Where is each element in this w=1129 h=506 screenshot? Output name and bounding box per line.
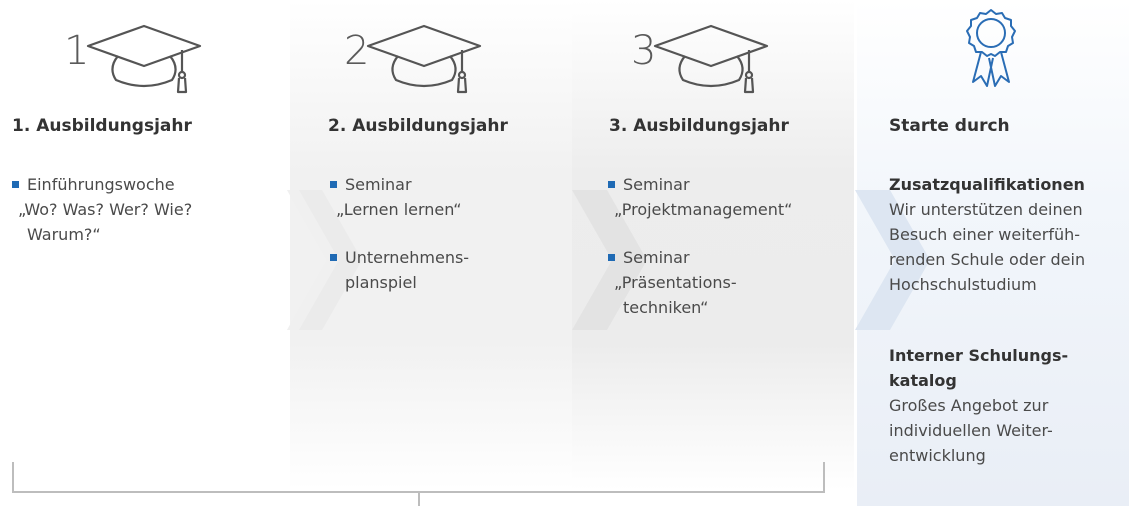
bullet-square-icon xyxy=(608,254,615,261)
list-item-line: „Projektmanagement“ xyxy=(614,200,793,219)
section-text-line: individuellen Weiter- xyxy=(889,421,1053,440)
list-item-line: planspiel xyxy=(345,273,417,292)
list-item-line: Seminar xyxy=(345,175,412,194)
column-year-3: 3 3. Ausbildungsjahr Seminar „Projektman… xyxy=(575,0,857,490)
section-text: Wir unterstützen deinen Besuch einer wei… xyxy=(889,197,1085,297)
column-title: 3. Ausbildungsjahr xyxy=(609,116,789,136)
list-item: Unternehmens- planspiel xyxy=(330,245,469,295)
step-number: 1 xyxy=(64,28,89,74)
column-year-2: 2 2. Ausbildungsjahr Seminar „Lernen ler… xyxy=(290,0,572,490)
years-bracket xyxy=(12,462,825,493)
section-text-line: entwicklung xyxy=(889,446,986,465)
column-title: 1. Ausbildungsjahr xyxy=(12,116,192,136)
section-heading-line: Interner Schulungs- xyxy=(889,346,1069,365)
step-number: 2 xyxy=(344,28,369,74)
section-text: Großes Angebot zur individuellen Weiter-… xyxy=(889,393,1053,468)
list-item-line: Einführungswoche xyxy=(27,175,175,194)
bullet-square-icon xyxy=(330,181,337,188)
section-text-line: Besuch einer weiterfüh- xyxy=(889,225,1081,244)
chevron-right-icon xyxy=(572,190,647,330)
section-text-line: Großes Angebot zur xyxy=(889,396,1049,415)
section-heading-line: Zusatzqualifikationen xyxy=(889,175,1085,194)
section-heading: Zusatzqualifikationen xyxy=(889,172,1085,197)
list-item: Seminar „Lernen lernen“ xyxy=(330,172,462,222)
step-number: 3 xyxy=(631,28,656,74)
list-item-line: „Präsentations- xyxy=(614,273,737,292)
list-item-line: Seminar xyxy=(623,248,690,267)
list-item-line: Seminar xyxy=(623,175,690,194)
graduation-cap-icon xyxy=(86,24,202,94)
graduation-cap-icon xyxy=(366,24,482,94)
graduation-cap-icon xyxy=(653,24,769,94)
section-text-line: Wir unterstützen deinen xyxy=(889,200,1083,219)
chevron-right-icon xyxy=(287,190,362,330)
list-item: Seminar „Präsentations- techniken“ xyxy=(608,245,737,320)
section-heading: Interner Schulungs- katalog xyxy=(889,343,1068,393)
column-title: Starte durch xyxy=(889,116,1010,136)
list-item-line: „Wo? Was? Wer? Wie? xyxy=(18,200,193,219)
bullet-square-icon xyxy=(330,254,337,261)
bullet-square-icon xyxy=(608,181,615,188)
bracket-tick xyxy=(418,492,420,506)
list-item-line: techniken“ xyxy=(623,298,709,317)
list-item-line: „Lernen lernen“ xyxy=(336,200,462,219)
chevron-right-icon xyxy=(855,190,930,330)
list-item-line: Unternehmens- xyxy=(345,248,470,267)
column-year-1: 1 1. Ausbildungsjahr Einführungswoche „W… xyxy=(0,0,282,490)
section-heading-line: katalog xyxy=(889,371,957,390)
award-ribbon-icon xyxy=(966,9,1016,87)
section-text-line: Hochschulstudium xyxy=(889,275,1037,294)
section-text-line: renden Schule oder dein xyxy=(889,250,1086,269)
list-item: Seminar „Projektmanagement“ xyxy=(608,172,792,222)
bullet-square-icon xyxy=(12,181,19,188)
list-item-line: Warum?“ xyxy=(27,225,101,244)
column-title: 2. Ausbildungsjahr xyxy=(328,116,508,136)
column-start: Starte durch Zusatzqualifikationen Wir u… xyxy=(857,0,1129,490)
list-item: Einführungswoche „Wo? Was? Wer? Wie? War… xyxy=(12,172,192,247)
